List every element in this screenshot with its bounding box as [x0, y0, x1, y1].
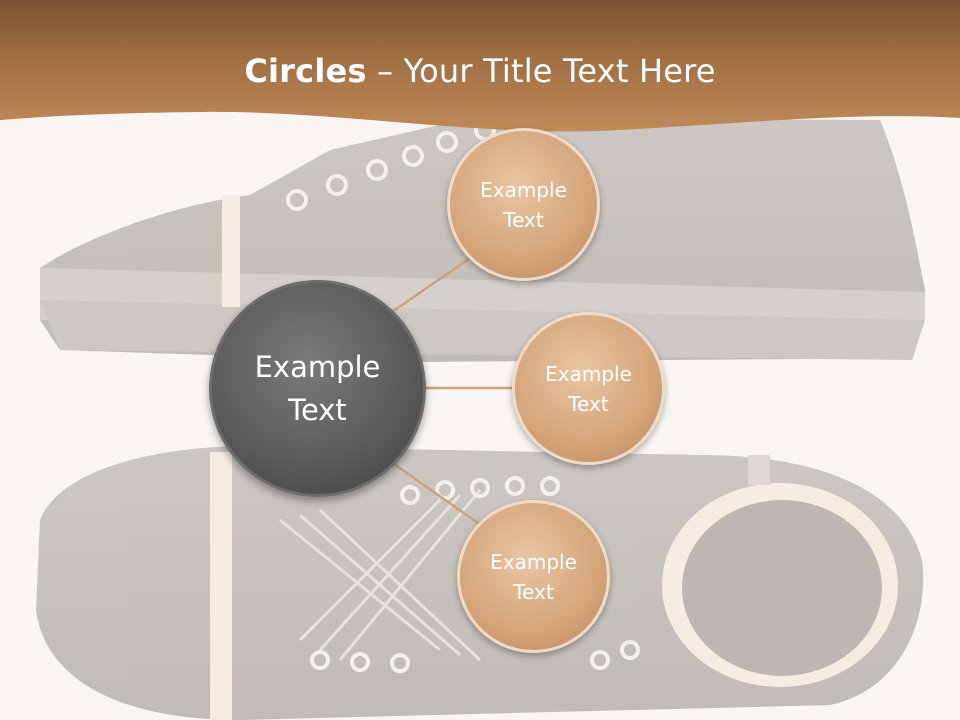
header-band — [0, 0, 960, 132]
title-rest: – Your Title Text Here — [366, 52, 716, 90]
outer-circle-text: Example Text — [490, 549, 577, 604]
outer-circle-text: Example Text — [545, 361, 632, 416]
outer-circle-text: Example Text — [480, 177, 567, 232]
center-circle: Example Text — [209, 280, 426, 497]
title-bold: Circles — [244, 52, 367, 90]
center-circle-text: Example Text — [254, 349, 381, 427]
outer-circle-bottom: Example Text — [457, 500, 610, 653]
slide-title: Circles – Your Title Text Here — [0, 52, 960, 90]
outer-circle-top: Example Text — [447, 128, 600, 281]
outer-circle-middle: Example Text — [512, 312, 665, 465]
